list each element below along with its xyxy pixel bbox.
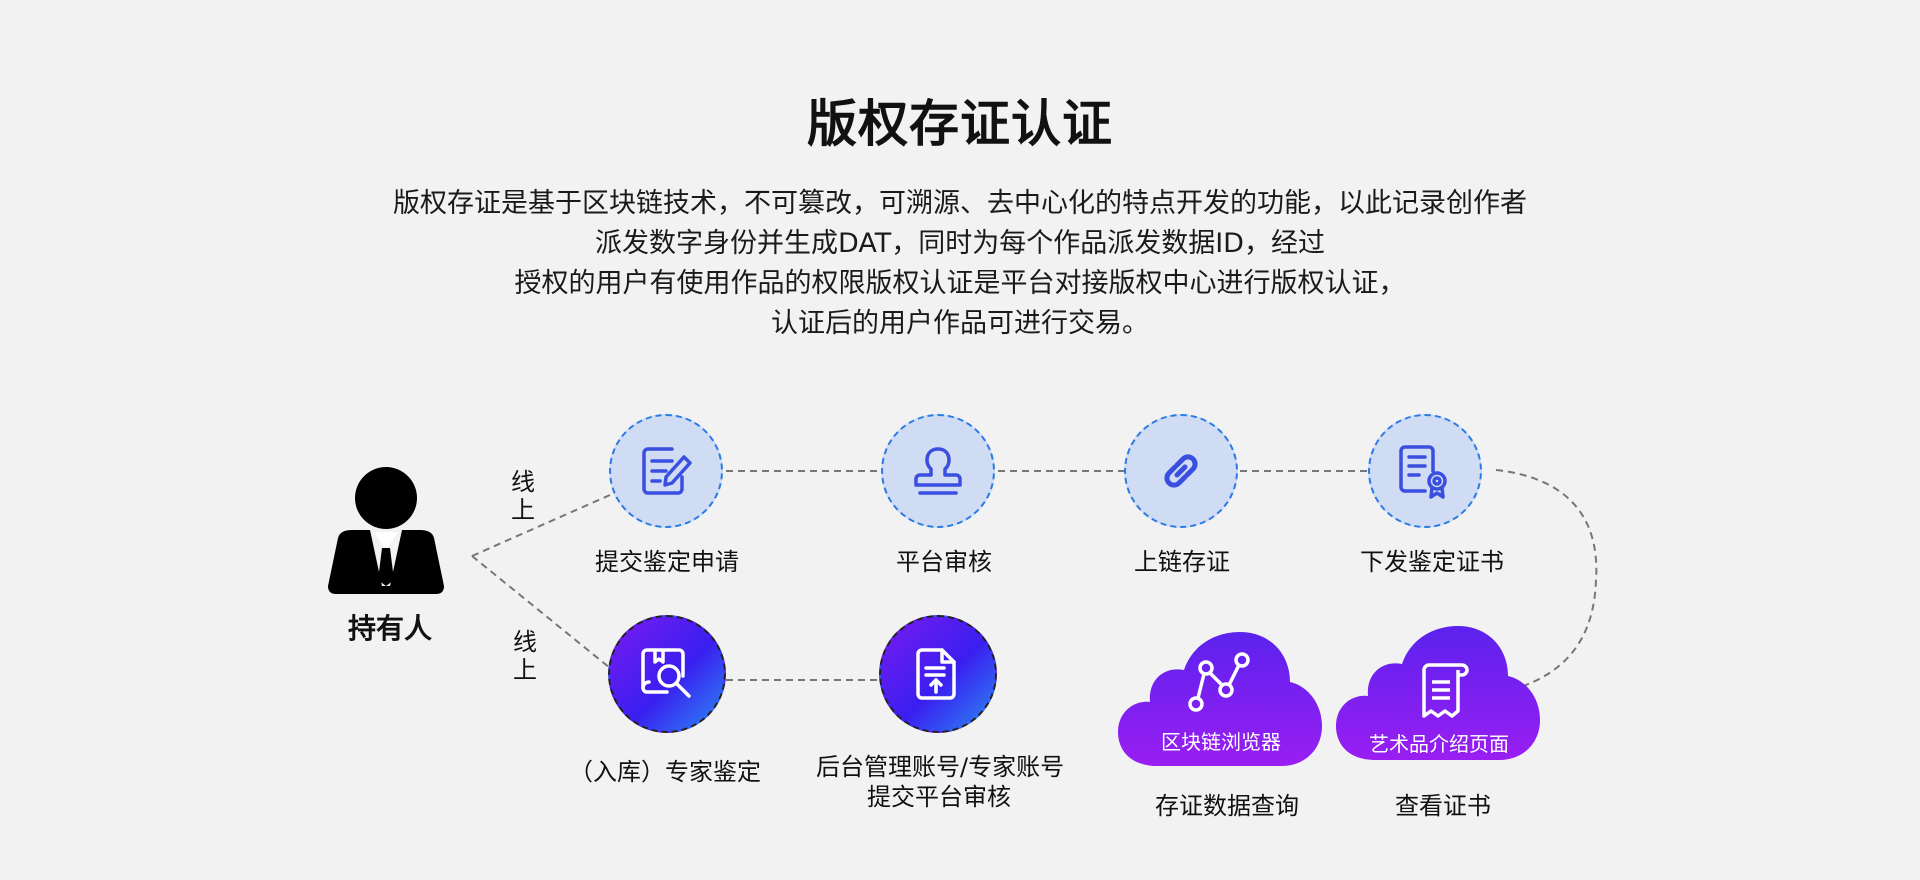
- blockchain-explorer-cloud[interactable]: 区块链浏览器: [1118, 632, 1324, 766]
- step-chain-label: 上链存证: [1134, 548, 1230, 576]
- blockchain-explorer-title: 区块链浏览器: [1161, 730, 1281, 754]
- branch-label-bottom: 线 上: [510, 628, 540, 684]
- offline-expert-node[interactable]: [608, 615, 726, 733]
- artwork-page-cloud[interactable]: 艺术品介绍页面: [1336, 626, 1542, 760]
- offline-expert-label: （入库）专家鉴定: [569, 758, 761, 786]
- description-line: 授权的用户有使用作品的权限版权认证是平台对接版权中心进行版权认证，: [514, 268, 1406, 299]
- step-submit-node[interactable]: [609, 414, 723, 528]
- step-submit-label: 提交鉴定申请: [595, 548, 739, 576]
- connector-holder-bottom: [471, 555, 611, 669]
- step-review-node[interactable]: [881, 414, 995, 528]
- connector-holder-top: [471, 494, 611, 557]
- holder: [326, 462, 446, 598]
- branch-label-char: 上: [513, 656, 537, 684]
- node-graph-icon: [1188, 652, 1250, 712]
- certificate-icon: [1399, 445, 1447, 499]
- stamp-icon: [914, 447, 962, 495]
- inspect-search-icon: [641, 648, 691, 698]
- artwork-page-title: 艺术品介绍页面: [1369, 732, 1509, 756]
- page-title: 版权存证认证: [807, 95, 1113, 153]
- chain-link-icon: [1164, 454, 1198, 488]
- blockchain-explorer-caption: 存证数据查询: [1155, 792, 1299, 820]
- offline-submit-label-line: 提交平台审核: [867, 783, 1011, 811]
- person-suit-icon: [328, 467, 444, 594]
- connector-certificate-cloud: [1495, 469, 1598, 689]
- branch-label-char: 线: [513, 628, 537, 656]
- artwork-page-caption: 查看证书: [1395, 792, 1491, 820]
- cloud-shape: [1336, 626, 1540, 760]
- step-chain-node[interactable]: [1124, 414, 1238, 528]
- offline-submit-node[interactable]: [879, 615, 997, 733]
- edit-document-icon: [642, 447, 692, 495]
- upload-document-icon: [916, 648, 956, 700]
- step-certificate-node[interactable]: [1368, 414, 1482, 528]
- step-certificate-label: 下发鉴定证书: [1360, 548, 1504, 576]
- branch-label-char: 线: [511, 468, 535, 496]
- scroll-icon: [1422, 663, 1469, 718]
- description-line: 派发数字身份并生成DAT，同时为每个作品派发数据ID，经过: [595, 228, 1325, 259]
- holder-label: 持有人: [348, 612, 433, 645]
- step-review-label: 平台审核: [896, 548, 992, 576]
- branch-label-char: 上: [511, 496, 535, 524]
- offline-submit-label-line: 后台管理账号/专家账号: [816, 753, 1065, 781]
- branch-label-top: 线 上: [508, 468, 538, 524]
- description: 版权存证是基于区块链技术，不可篡改，可溯源、去中心化的特点开发的功能，以此记录创…: [0, 184, 1920, 344]
- offline-submit-label: 后台管理账号/专家账号 提交平台审核: [816, 752, 1065, 812]
- description-line: 认证后的用户作品可进行交易。: [771, 308, 1149, 339]
- description-line: 版权存证是基于区块链技术，不可篡改，可溯源、去中心化的特点开发的功能，以此记录创…: [393, 188, 1527, 219]
- cloud-shape: [1118, 632, 1322, 766]
